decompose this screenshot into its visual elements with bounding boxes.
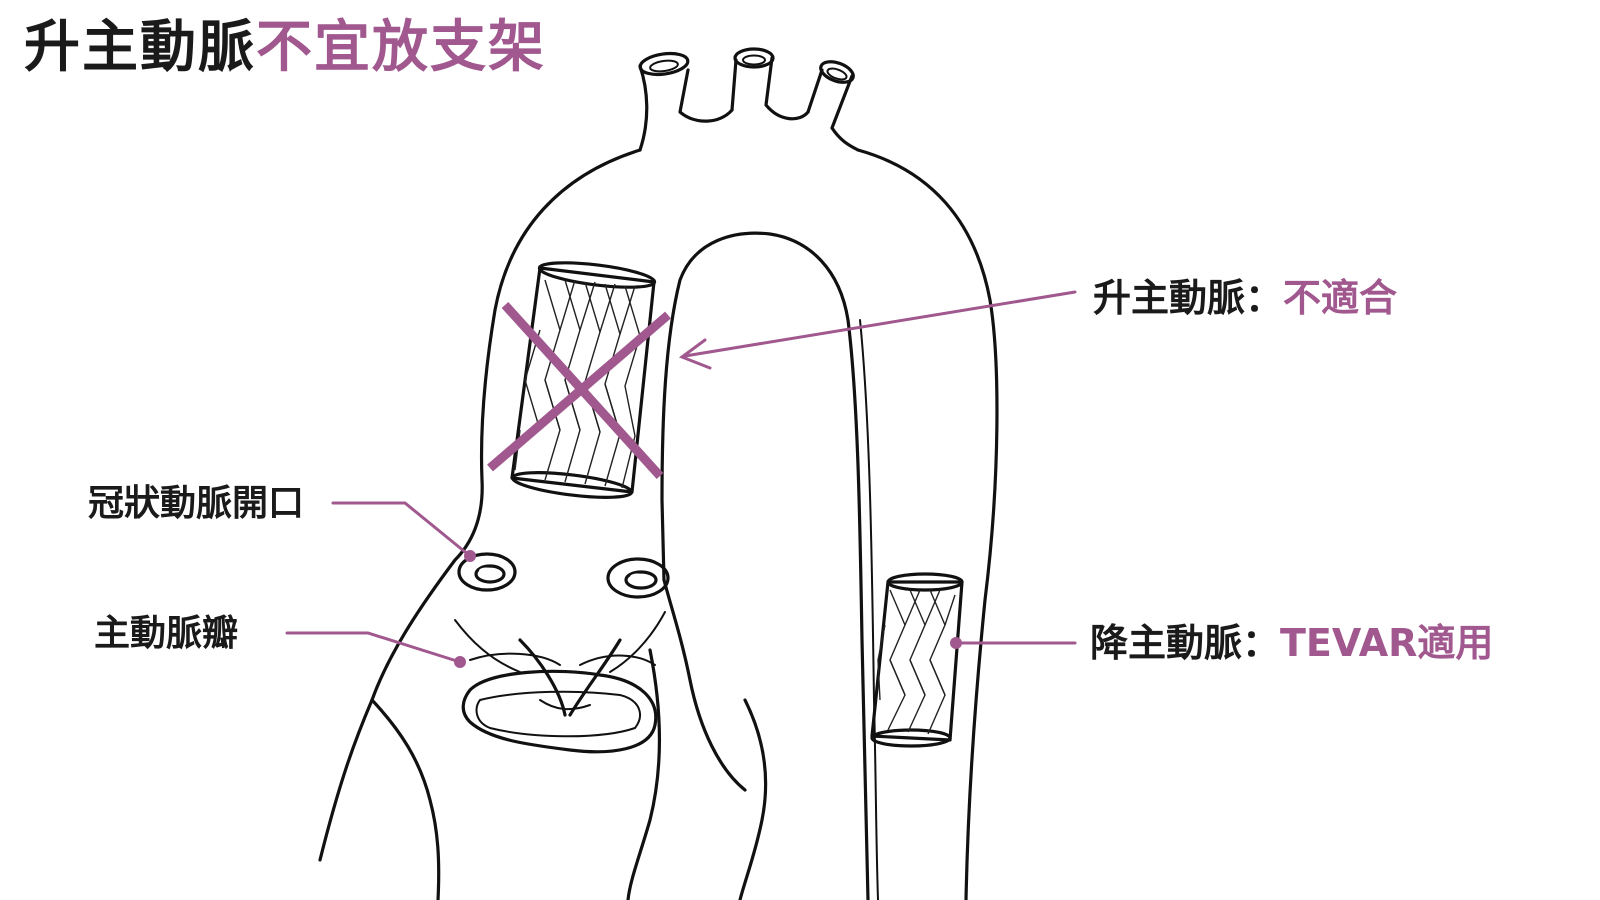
- ascending-stent-graft: [510, 261, 657, 499]
- ascending-aorta-verdict: 不適合: [1283, 276, 1398, 320]
- title-subject: 升主動脈: [24, 15, 256, 80]
- descending-aorta-label: 降主動脈：TEVAR適用: [1090, 624, 1493, 662]
- ascending-aorta-name: 升主動脈：: [1093, 276, 1284, 320]
- descending-aorta-verdict: TEVAR適用: [1280, 621, 1494, 665]
- aortic-root: [370, 578, 768, 900]
- descending-aorta-name: 降主動脈：: [1090, 621, 1281, 665]
- not-suitable-x-mark: [487, 301, 671, 480]
- aortic-valve-label: 主動脈瓣: [94, 613, 239, 654]
- aorta-outer-wall: [318, 148, 999, 900]
- aorta-inner-wall: [660, 231, 879, 900]
- title-warning: 不宜放支架: [256, 15, 546, 80]
- coronary-ostia: [457, 552, 670, 599]
- arch-branches: [638, 47, 860, 152]
- page-title: 升主動脈不宜放支架: [24, 20, 546, 76]
- coronary-ostium-label: 冠狀動脈開口: [88, 483, 305, 524]
- leader-lines: [285, 290, 1077, 668]
- ascending-aorta-label: 升主動脈：不適合: [1093, 279, 1397, 317]
- descending-stent-graft: [870, 572, 964, 748]
